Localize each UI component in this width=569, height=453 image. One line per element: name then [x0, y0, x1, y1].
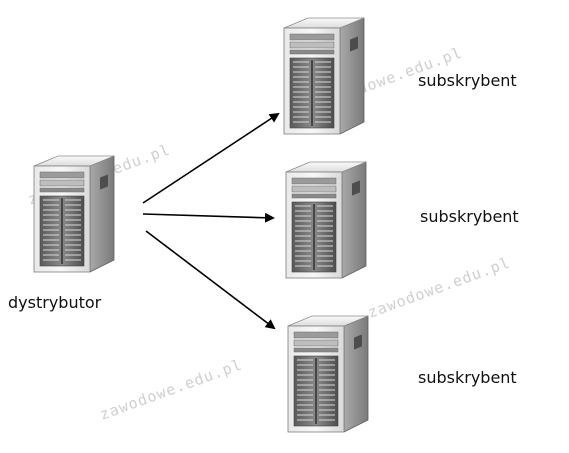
server-tower-icon [33, 155, 115, 273]
subscriber-node: subskrybent [283, 17, 517, 135]
arrow-to-subscriber-1 [142, 112, 280, 204]
subscriber-label: subskrybent [418, 368, 517, 387]
distributor-label: dystrybutor [8, 293, 102, 312]
subscriber-node: subskrybent [287, 315, 517, 433]
arrow-to-subscriber-2 [142, 212, 275, 223]
subscriber-node: subskrybent [285, 161, 519, 279]
subscriber-label: subskrybent [418, 71, 517, 90]
connection-arrows [142, 112, 280, 330]
subscriber-label: subskrybent [420, 207, 519, 226]
distributor-node: dystrybutor [8, 155, 115, 312]
server-tower-icon [285, 161, 367, 279]
arrow-to-subscriber-3 [145, 230, 276, 330]
watermark: zawodowe.edu.pl [97, 355, 245, 423]
server-tower-icon [283, 17, 365, 135]
watermark: zawodowe.edu.pl [365, 253, 513, 321]
server-tower-icon [287, 315, 369, 433]
